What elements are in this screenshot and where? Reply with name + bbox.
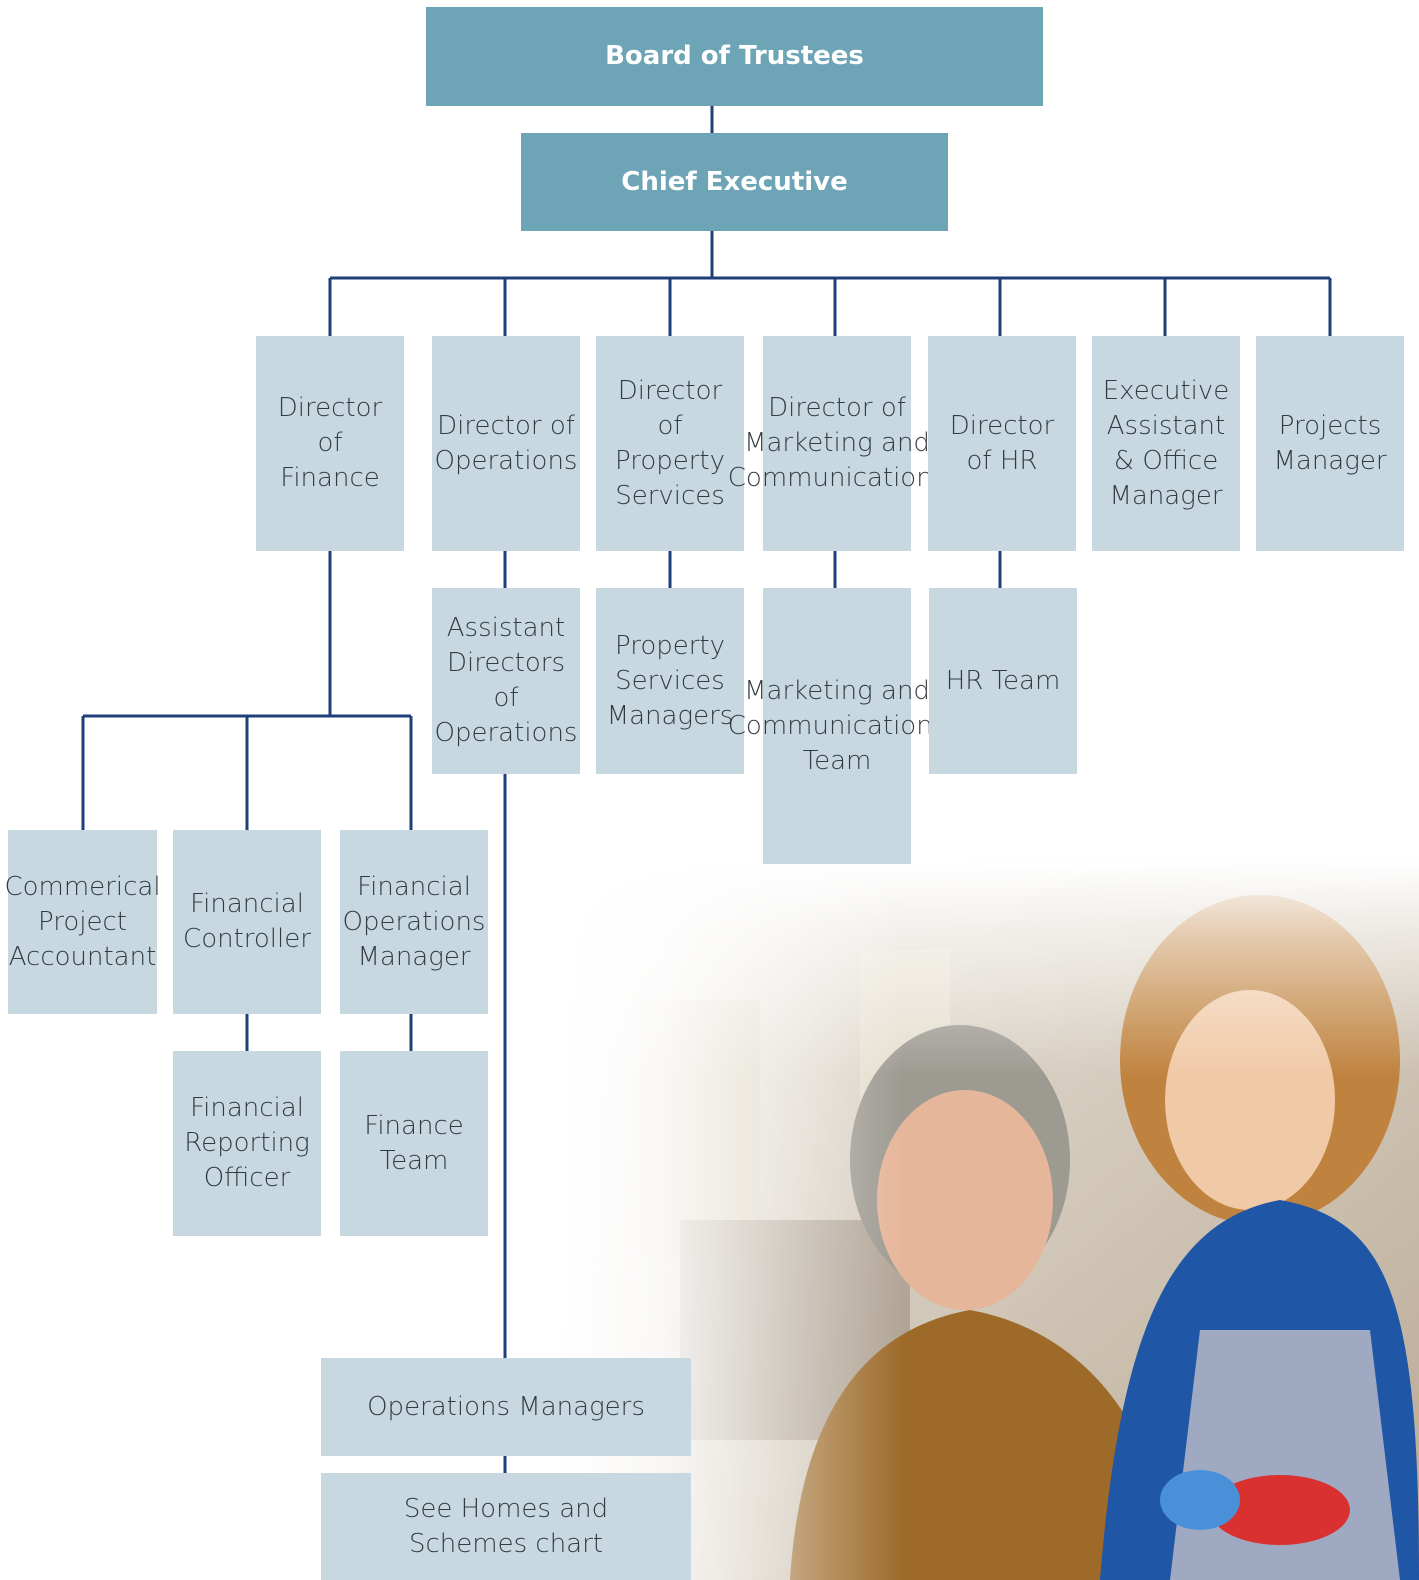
commercial-accountant-label: Commerical Project Accountant: [4, 871, 161, 972]
executive-assistant-label: Executive Assistant & Office Manager: [1102, 375, 1230, 511]
homes-chart-box: See Homes and Schemes chart: [321, 1473, 691, 1580]
chief-executive-label: Chief Executive: [621, 166, 848, 197]
financial-operations-manager-box: Financial Operations Manager: [340, 830, 488, 1014]
projects-manager-box: Projects Manager: [1256, 336, 1404, 551]
projects-manager-label: Projects Manager: [1273, 410, 1387, 476]
hr-team-box: HR Team: [929, 588, 1077, 774]
director-property-label: Director of Property Services: [615, 375, 726, 511]
executive-assistant-box: Executive Assistant & Office Manager: [1092, 336, 1240, 551]
operations-managers-label: Operations Managers: [367, 1391, 645, 1422]
assistant-directors-box: Assistant Directors of Operations: [432, 588, 580, 774]
hr-team-label: HR Team: [945, 665, 1061, 696]
financial-controller-box: Financial Controller: [173, 830, 321, 1014]
director-finance-box: Director of Finance: [256, 336, 404, 551]
homes-chart-label: See Homes and Schemes chart: [403, 1493, 609, 1559]
financial-reporting-officer-box: Financial Reporting Officer: [173, 1051, 321, 1236]
assistant-directors-label: Assistant Directors of Operations: [434, 613, 578, 748]
commercial-accountant-box: Commerical Project Accountant: [4, 830, 161, 1014]
director-finance-label: Director of Finance: [277, 393, 383, 493]
chief-executive-box: Chief Executive: [521, 133, 948, 231]
director-marketing-box: Director of Marketing and Communications: [728, 336, 946, 551]
operations-managers-box: Operations Managers: [321, 1358, 691, 1456]
marketing-team-box: Marketing and Communications Team: [728, 588, 946, 864]
director-operations-label: Director of Operations: [434, 410, 578, 476]
financial-controller-label: Financial Controller: [183, 889, 311, 954]
property-managers-box: Property Services Managers: [596, 588, 744, 774]
property-managers-label: Property Services Managers: [606, 630, 734, 731]
board-of-trustees-box: Board of Trustees: [426, 7, 1043, 106]
director-operations-box: Director of Operations: [432, 336, 580, 551]
photo-fade-overlay: [560, 860, 1419, 1580]
marketing-team-label: Marketing and Communications Team: [727, 675, 947, 776]
board-of-trustees-label: Board of Trustees: [605, 41, 864, 71]
director-hr-box: Director of HR: [928, 336, 1076, 551]
director-marketing-label: Director of Marketing and Communications: [727, 393, 947, 493]
finance-team-label: Finance Team: [364, 1110, 464, 1176]
care-photo: [560, 860, 1419, 1580]
finance-team-box: Finance Team: [340, 1051, 488, 1236]
director-hr-label: Director of HR: [949, 410, 1055, 476]
director-property-box: Director of Property Services: [596, 336, 744, 551]
financial-reporting-officer-label: Financial Reporting Officer: [184, 1093, 310, 1193]
financial-operations-manager-label: Financial Operations Manager: [342, 871, 486, 972]
